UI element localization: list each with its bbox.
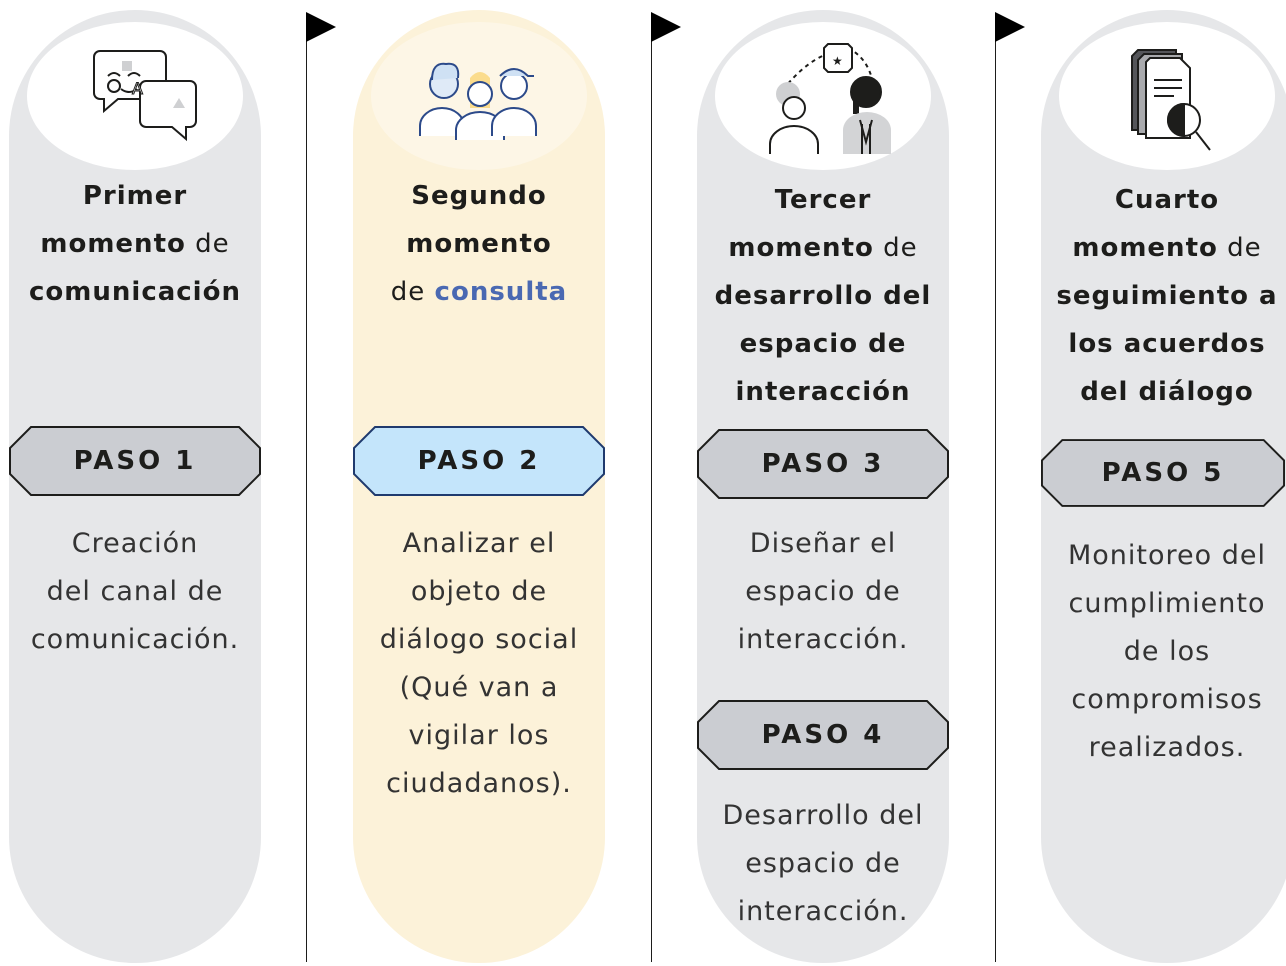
desc-line: comunicación.: [30, 624, 240, 655]
title-word: momento: [40, 229, 186, 259]
step-title: Primer momento de comunicación: [9, 172, 261, 316]
paso-5-badge: PASO 5: [1041, 438, 1285, 508]
title-line: espacio de: [739, 329, 907, 359]
title-line: del diálogo: [1080, 377, 1254, 407]
desc-line: Desarrollo del: [722, 800, 924, 831]
svg-text:★: ★: [832, 54, 843, 68]
step-title: Cuarto momento de seguimiento a los acue…: [1041, 176, 1286, 416]
divider-3: [995, 30, 996, 962]
desc-line: Creación: [71, 528, 199, 559]
desc-line: realizados.: [1088, 732, 1246, 763]
document-magnifier-icon: [1131, 49, 1211, 151]
desc-line: Diseñar el: [749, 528, 897, 559]
title-line: momento: [406, 229, 552, 259]
desc-line: de los: [1123, 636, 1211, 667]
arrow-icon: [306, 12, 336, 42]
speech-bubbles-icon: A: [93, 50, 197, 142]
title-line: Segundo: [411, 181, 547, 211]
paso-label: PASO 1: [73, 446, 197, 476]
desc-line: cumplimiento: [1068, 588, 1266, 619]
step-column-2: Segundo momento de consulta PASO 2 Anali…: [353, 10, 605, 963]
title-word: de: [873, 233, 918, 263]
title-word: de: [1217, 233, 1262, 263]
group-people-icon: [419, 62, 537, 140]
paso-1-badge: PASO 1: [9, 426, 261, 496]
paso-label: PASO 5: [1101, 458, 1225, 488]
icon-circle: [1059, 22, 1275, 170]
title-line: Tercer: [774, 185, 872, 215]
icon-circle: [371, 22, 587, 170]
paso-2-badge: PASO 2: [353, 426, 605, 496]
divider-1: [306, 30, 307, 962]
step-title: Segundo momento de consulta: [353, 172, 605, 316]
title-line: interacción: [735, 377, 911, 407]
title-line: desarrollo del: [714, 281, 932, 311]
desc-line: ciudadanos).: [386, 768, 572, 799]
title-line: seguimiento a: [1056, 281, 1278, 311]
desc-line: interacción.: [737, 896, 909, 927]
title-line: Cuarto: [1114, 185, 1220, 215]
desc-line: espacio de: [745, 848, 901, 879]
title-word: momento: [1072, 233, 1218, 263]
desc-line: interacción.: [737, 624, 909, 655]
title-word: de: [390, 277, 435, 307]
conversation-people-icon: ★: [769, 43, 891, 154]
svg-text:A: A: [132, 79, 143, 98]
step-description: Monitoreo del cumplimiento de los compro…: [1041, 532, 1286, 772]
arrow-icon: [651, 12, 681, 42]
step-description: Diseñar el espacio de interacción.: [697, 520, 949, 664]
step-description: Analizar el objeto de diálogo social (Qu…: [353, 520, 605, 808]
step-description: Creación del canal de comunicación.: [9, 520, 261, 664]
paso-label: PASO 2: [417, 446, 541, 476]
paso-label: PASO 3: [761, 449, 885, 479]
desc-line: vigilar los: [408, 720, 550, 751]
paso-4-badge: PASO 4: [697, 700, 949, 770]
icon-circle: ★: [715, 22, 931, 170]
step-title: Tercer momento de desarrollo del espacio…: [697, 176, 949, 416]
title-line: comunicación: [29, 277, 241, 307]
step-column-3: ★ Tercer momento de desarrollo del espac…: [697, 10, 949, 963]
arrow-icon: [995, 12, 1025, 42]
desc-line: diálogo social: [379, 624, 579, 655]
icon-circle: A: [27, 22, 243, 170]
divider-2: [651, 30, 652, 962]
title-line: Primer: [82, 181, 188, 211]
paso-label: PASO 4: [761, 720, 885, 750]
desc-line: objeto de: [410, 576, 548, 607]
step-column-1: A Primer momento de comunicación PASO 1 …: [9, 10, 261, 963]
desc-line: Monitoreo del: [1067, 540, 1266, 571]
desc-line: del canal de: [46, 576, 224, 607]
paso-3-badge: PASO 3: [697, 429, 949, 499]
title-word: momento: [728, 233, 874, 263]
desc-line: (Qué van a: [399, 672, 559, 703]
title-line: los acuerdos: [1068, 329, 1266, 359]
title-word: consulta: [434, 277, 568, 307]
step-column-4: Cuarto momento de seguimiento a los acue…: [1041, 10, 1286, 963]
title-word: de: [185, 229, 230, 259]
step-description-2: Desarrollo del espacio de interacción.: [697, 792, 949, 936]
desc-line: compromisos: [1071, 684, 1263, 715]
desc-line: Analizar el: [402, 528, 556, 559]
desc-line: espacio de: [745, 576, 901, 607]
